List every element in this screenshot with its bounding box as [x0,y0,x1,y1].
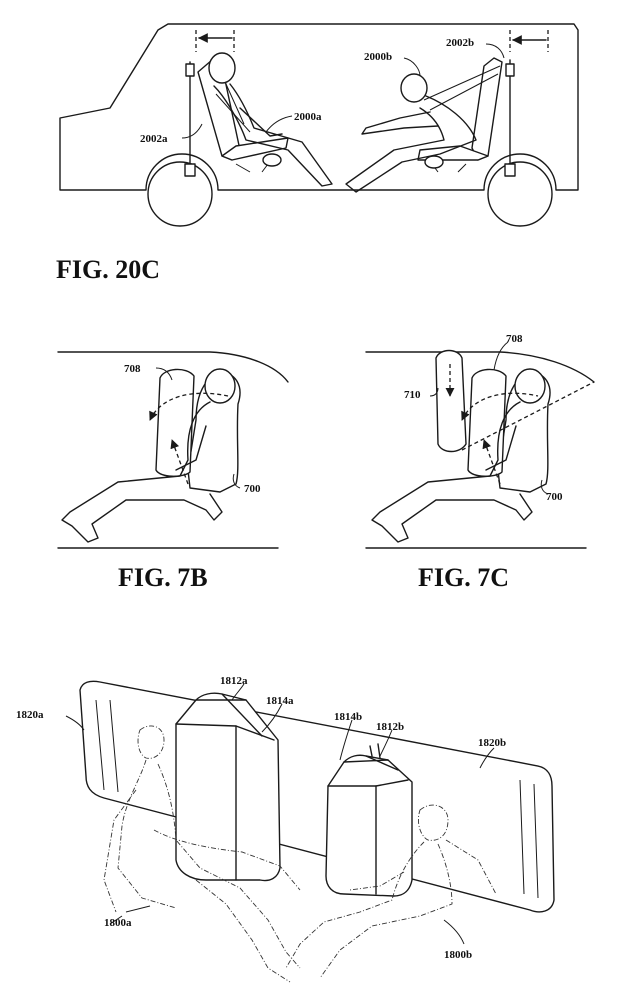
figure-7c: 708 710 700 FIG. 7C [365,333,595,592]
ref-2000a: 2000a [294,111,322,123]
ref-1814a: 1814a [266,695,294,707]
deploy-arrow-7b [170,439,189,485]
seat-b-back [471,57,503,161]
module-1812b [325,754,413,897]
leader-708-7c [493,341,509,371]
leader-1820b [479,747,495,769]
panel-1820 [79,680,555,913]
leader-2000a [265,115,293,133]
figure-18-perspective: 1812a 1814a 1814b 1812b 1820a 1820b 1800… [16,675,555,983]
ref-710: 710 [404,389,421,401]
ref-1812a: 1812a [220,675,248,687]
seatbelt-anchor-b [505,63,515,77]
leader-710 [429,387,439,397]
module-1812a [175,692,281,882]
deploy-arc-7c [461,392,539,421]
roofline-7b [57,351,289,383]
rear-wheel [487,161,553,227]
airbag-710 [435,349,467,453]
occupant-a-bag [262,153,282,167]
occupant-b-head [400,73,428,103]
ref-2002a: 2002a [140,133,168,145]
module-1812a-crease [195,693,263,737]
seat-a-rail [235,163,269,173]
panel-1820-edge [95,699,119,793]
leader-2000b [403,57,421,77]
front-wheel [147,161,213,227]
leader-1812a [231,683,245,701]
ref-1800b: 1800b [444,949,472,961]
ref-1812b: 1812b [376,721,404,733]
seat-a-cushion [221,137,289,161]
occupant-1800b [285,804,497,979]
ref-2002b: 2002b [446,37,474,49]
ref-1820b: 1820b [478,737,506,749]
figure-label-7c: FIG. 7C [418,563,509,592]
airbag-708-7c [467,368,507,477]
leader-2002b [485,43,505,59]
figure-label-20c: FIG. 20C [56,255,160,284]
occupant-7b [61,368,236,543]
figure-20c: 2002a 2000a 2000b 2002b FIG. 20C [56,23,579,284]
deploy-arc-7b [149,392,229,421]
occupant-2000a [208,52,333,187]
figure-7b: 708 700 FIG. 7B [57,351,289,592]
ref-1820a: 1820a [16,709,44,721]
seat-7c [497,371,551,493]
module-1812b-crease [343,755,399,771]
leader-1800a [109,905,151,925]
leader-708-7b [155,367,173,381]
ref-2000b: 2000b [364,51,392,63]
ref-708-7c: 708 [506,333,523,345]
leader-1814b [339,719,353,761]
seatbelt-base-b [504,163,516,177]
curtain-line-7c [461,381,595,451]
leader-2002a [181,123,203,139]
vehicle-body-outline [59,23,579,191]
occupant-1800a [103,725,301,983]
panel-1820-edge-b [519,779,539,899]
leader-1812b [379,729,393,757]
leader-1820a [65,715,85,731]
airbag-708-7b [155,368,195,477]
occupant-2000b [345,65,501,193]
ref-708-7b: 708 [124,363,141,375]
seatbelt-base-a [184,163,196,177]
deploy-arrow-7c [482,439,501,485]
occupant-b-bag [424,155,444,169]
seatbelt-anchor-a [185,63,195,77]
ref-1814b: 1814b [334,711,362,723]
leader-1800b [443,919,465,945]
roofline-7c [365,351,595,383]
leader-1814a [261,703,283,733]
ref-1800a: 1800a [104,917,132,929]
figure-label-7b: FIG. 7B [118,563,208,592]
ref-700-7c: 700 [546,491,563,503]
leader-700-7c [540,479,549,495]
seat-7b [187,371,241,493]
ref-700-7b: 700 [244,483,261,495]
occupant-a-head [208,52,236,84]
occupant-7c [371,368,546,543]
leader-700-7b [232,473,241,489]
